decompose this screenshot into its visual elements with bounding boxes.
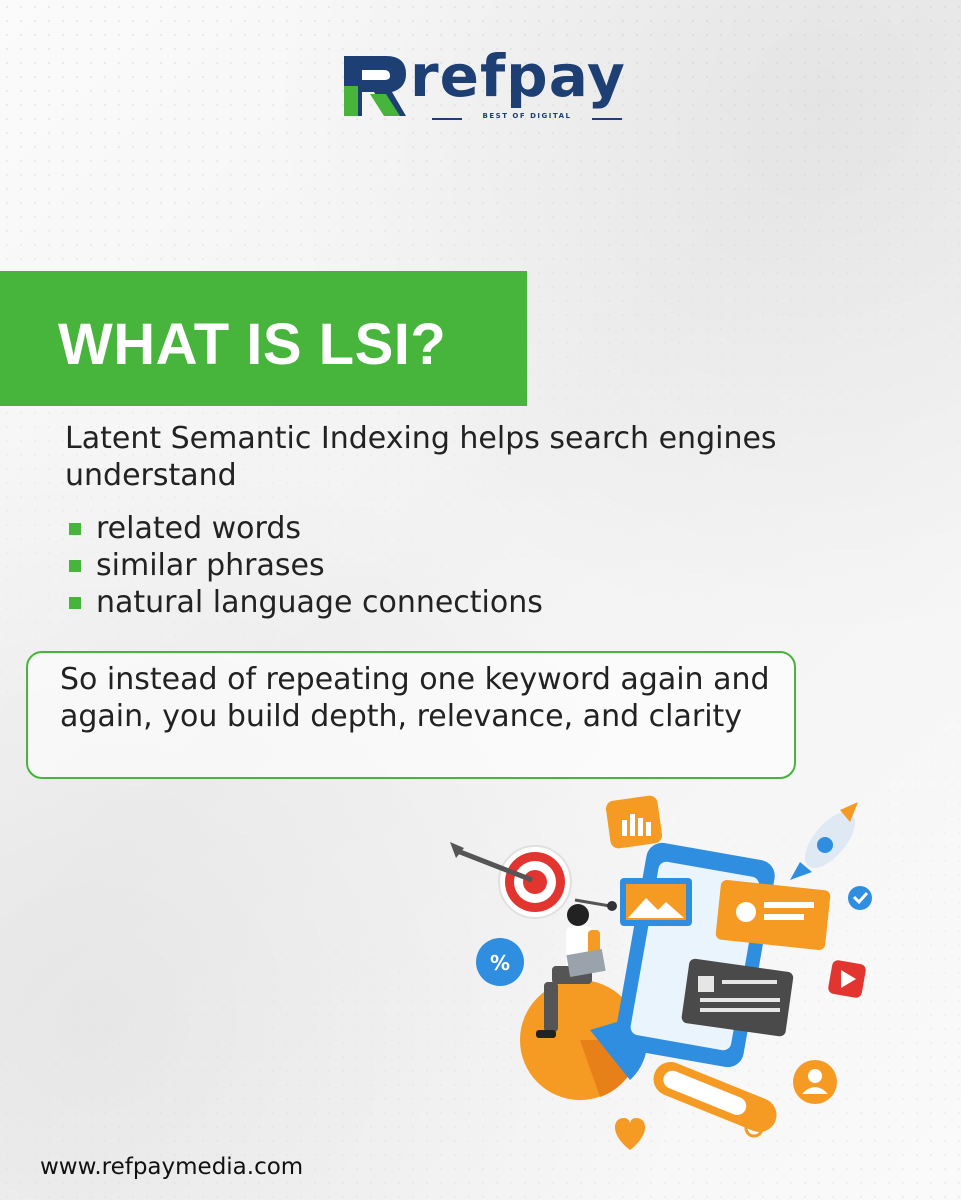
bullet-square-icon [69,597,81,609]
image-icon [620,878,692,926]
profile-card-icon [715,880,831,950]
brand-name: refpay [410,42,626,110]
svg-text:%: % [490,951,510,975]
phone-icon [615,842,775,1068]
logo-mark-icon [344,56,406,116]
intro-text: Latent Semantic Indexing helps search en… [65,421,777,493]
list-item: related words [68,510,543,547]
page-title: WHAT IS LSI? [58,312,447,377]
list-item: similar phrases [68,547,543,584]
arrow-icon [450,842,533,883]
callout-box: So instead of repeating one keyword agai… [26,651,796,779]
refpay-logo: refpay BEST OF DIGITAL [340,42,630,126]
user-icon [793,1060,837,1104]
bullet-label: natural language connections [96,585,543,620]
rocket-icon [790,802,858,880]
document-icon [681,958,794,1037]
bullet-label: similar phrases [96,548,325,583]
target-icon [498,845,572,919]
title-banner: WHAT IS LSI? [0,271,527,406]
person-with-laptop [536,904,606,1038]
brand-tagline-wrap: BEST OF DIGITAL [432,112,622,126]
callout-text: So instead of repeating one keyword agai… [60,662,770,734]
digital-marketing-illustration: % [450,795,872,1150]
bar-chart-icon [605,795,663,849]
percent-icon: % [476,938,524,986]
bullet-list: related words similar phrases natural la… [68,510,543,621]
search-icon [653,1062,777,1138]
list-item: natural language connections [68,584,543,621]
heart-icon [614,1118,646,1150]
brand-tagline: BEST OF DIGITAL [482,112,572,120]
play-icon [828,960,866,998]
footer-website-url[interactable]: www.refpaymedia.com [40,1154,304,1180]
bullet-label: related words [96,511,302,546]
tagline-divider-left [432,118,462,120]
check-icon [848,886,872,910]
tagline-divider-right [592,118,622,120]
bullet-square-icon [69,560,81,572]
bullet-square-icon [69,523,81,535]
dart-icon [574,898,617,911]
